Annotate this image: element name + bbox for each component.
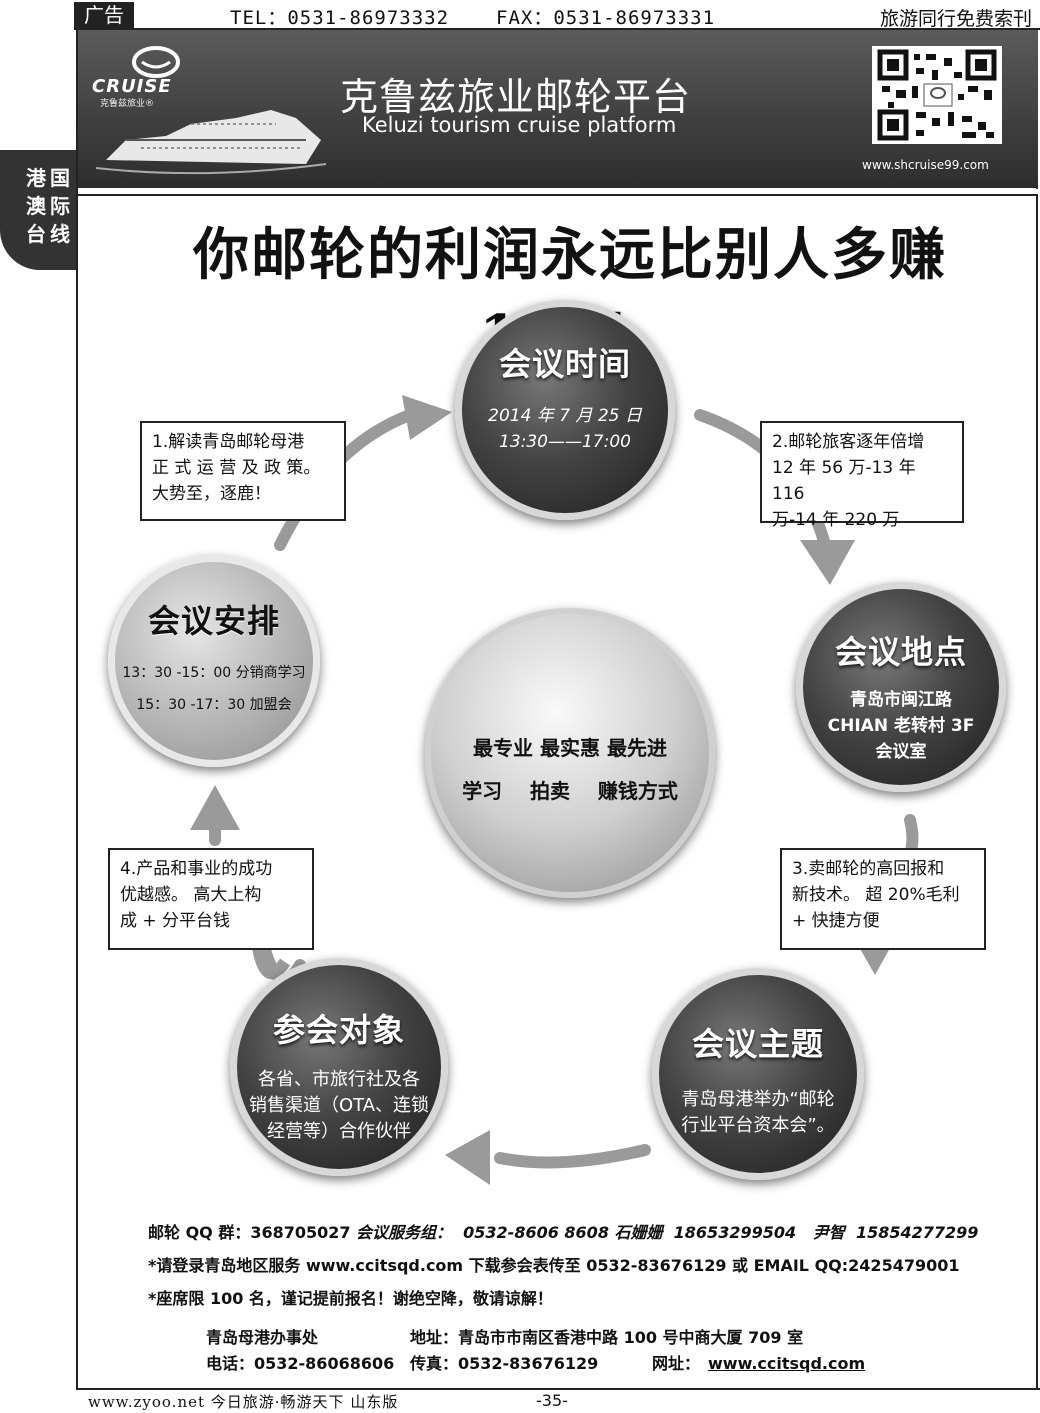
free-index-label: 旅游同行免费索刊 [879,8,1032,30]
circle-meeting-theme: 会议主题 青岛母港举办“邮轮 行业平台资本会”。 [652,968,864,1180]
bottom-rule [76,1388,1040,1390]
banner-subtitle: Keluzi tourism cruise platform [362,113,677,137]
box4-line-1: 4.产品和事业的成功 [120,859,273,879]
box1-line-2: 正 式 运 营 及 政 策。 [152,458,321,478]
point-box-4: 4.产品和事业的成功 优越感。 高大上构 成 + 分平台钱 [108,848,314,950]
banner-underline [78,189,1038,196]
location-line-3: 会议室 [875,742,927,762]
page-number: -35- [536,1391,568,1410]
seats-notice: *座席限 100 名，谨记提前报名！谢绝空降，敬请谅解！ [148,1289,553,1308]
side-tab-col-1: 港澳台 [26,166,46,246]
circle-center-highlights: 最专业 最实惠 最先进 学习 拍卖 赚钱方式 [425,608,715,898]
box2-line-1: 2.邮轮旅客逐年倍增 [772,432,925,452]
cruise-ship-illustration [96,46,327,175]
meeting-date: 2014 年 7 月 25 日 [488,406,642,426]
office-name: 青岛母港办事处 [206,1328,319,1347]
box3-line-3: + 快捷方便 [792,911,880,931]
highlights-line-2: 学习 拍卖 赚钱方式 [462,779,678,803]
audience-line-1: 各省、市旅行社及各 [258,1069,420,1090]
meeting-time-title: 会议时间 [498,345,631,383]
cruise-logo: CRUISE [92,76,172,97]
side-tab-col-2: 国际线 [50,166,70,246]
page-frame [76,30,1038,1388]
top-rule [74,28,1040,30]
box4-line-2: 优越感。 高大上构 [120,885,262,905]
box3-line-1: 3.卖邮轮的高回报和 [792,859,945,879]
footer-text: www.zyoo.net 今日旅游·畅游天下 山东版 [88,1393,399,1411]
banner-url: www.shcruise99.com [862,158,989,172]
download-notice: *请登录青岛地区服务 www.ccitsqd.com 下载参会表传至 0532-… [148,1256,960,1275]
box3-line-2: 新技术。 超 20%毛利 [792,885,960,905]
meeting-arrangement-title: 会议安排 [147,602,280,640]
section-side-tab: 港澳台 国际线 [0,150,76,270]
circle-meeting-arrangement: 会议安排 13：30 -15：00 分销商学习 15：30 -17：30 加盟会 [108,555,320,767]
audience-line-3: 经营等）合作伙伴 [267,1121,411,1142]
box4-line-3: 成 + 分平台钱 [120,911,231,931]
point-box-1: 1.解读青岛邮轮母港 正 式 运 营 及 政 策。 大势至，逐鹿！ [140,421,346,521]
audience-line-2: 销售渠道（OTA、连锁 [248,1095,430,1116]
office-fax: 传真：0532-83676129 [410,1354,599,1373]
qq-group: 邮轮 QQ 群：368705027 [148,1223,351,1242]
audience-title: 参会对象 [272,1011,405,1049]
box2-line-3: 万-14 年 220 万 [772,510,900,530]
location-line-1: 青岛市闽江路 [850,690,952,710]
theme-line-1: 青岛母港举办“邮轮 [681,1089,835,1110]
ad-tag: 广告 [74,2,134,28]
point-box-2: 2.邮轮旅客逐年倍增 12 年 56 万-13 年 116 万-14 年 220… [760,421,964,530]
arrangement-line-1: 13：30 -15：00 分销商学习 [122,665,306,681]
box2-line-2: 12 年 56 万-13 年 116 [772,458,916,504]
highlights-line-1: 最专业 最实惠 最先进 [473,736,667,760]
meeting-location-title: 会议地点 [834,633,967,671]
meeting-hours: 13:30——17:00 [499,432,631,452]
fax-number: FAX：0531-86973331 [496,7,716,29]
point-box-3: 3.卖邮轮的高回报和 新技术。 超 20%毛利 + 快捷方便 [780,848,986,950]
circle-meeting-time: 会议时间 2014 年 7 月 25 日 13:30——17:00 [455,300,675,520]
meeting-theme-title: 会议主题 [691,1025,824,1063]
tel-number: TEL：0531-86973332 [230,7,450,29]
banner-title: 克鲁兹旅业邮轮平台 [340,75,692,119]
location-line-2: CHIAN 老转村 3F [827,716,975,736]
cruise-logo-sub: 克鲁兹旅业® [100,99,155,109]
qr-code-icon [872,46,1002,144]
service-group: 会议服务组： 0532-8606 8608 石姗姗 18653299504 尹智… [356,1223,979,1242]
arrangement-line-2: 15：30 -17：30 加盟会 [136,697,292,713]
office-phone: 电话：0532-86068606 [206,1354,395,1373]
office-address: 地址：青岛市市南区香港中路 100 号中商大厦 709 室 [410,1328,804,1347]
circle-meeting-location: 会议地点 青岛市闽江路 CHIAN 老转村 3F 会议室 [796,582,1006,792]
theme-line-2: 行业平台资本会”。 [681,1115,835,1136]
website-link[interactable]: www.ccitsqd.com [708,1354,866,1373]
website-label: 网址： [652,1354,701,1373]
box1-line-1: 1.解读青岛邮轮母港 [152,432,305,452]
circle-audience: 参会对象 各省、市旅行社及各 销售渠道（OTA、连锁 经营等）合作伙伴 [230,958,448,1176]
box1-line-3: 大势至，逐鹿！ [152,484,271,504]
